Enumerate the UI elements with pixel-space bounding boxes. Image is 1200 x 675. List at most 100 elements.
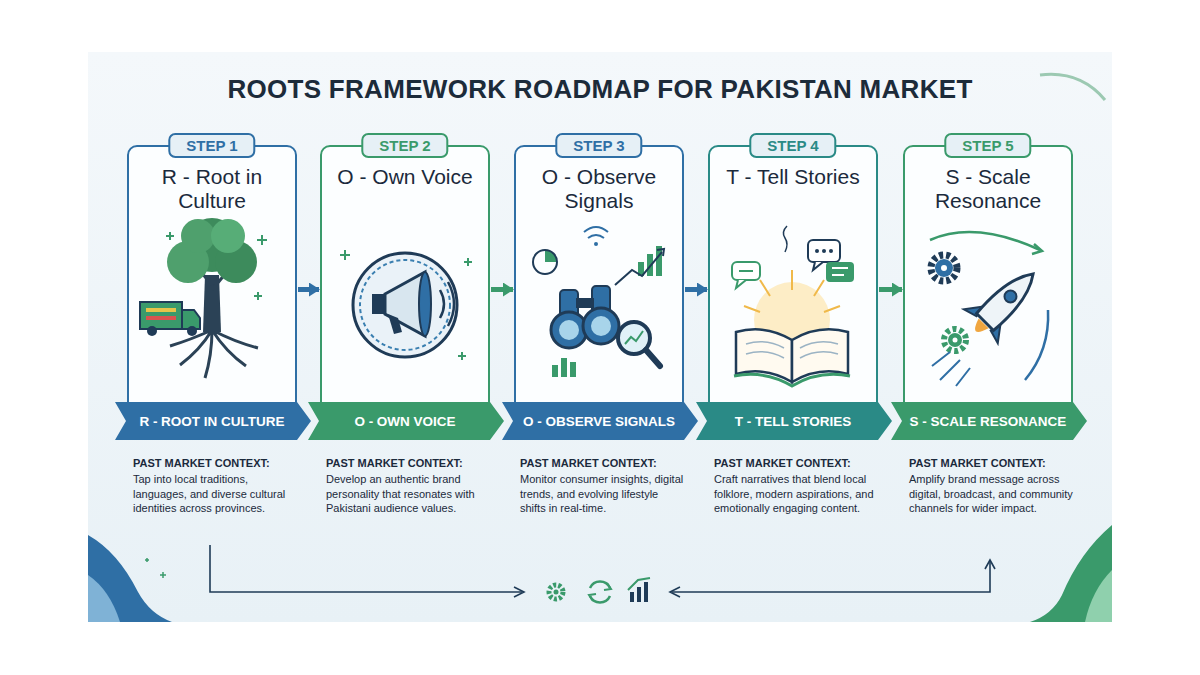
context-text: Monitor consumer insights, digital trend… [520,472,684,515]
book-icon [746,342,838,358]
binoculars-icon [591,316,611,336]
context-text: Amplify brand message across digital, br… [909,472,1073,515]
rocket-icon [1002,288,1019,305]
step-heading: T - Tell Stories [710,165,876,189]
step-ribbon: O - OWN VOICE [308,402,504,440]
flow-arrow [879,287,902,292]
megaphone-icon [372,294,385,314]
tree-truck-icon [187,326,197,336]
step-heading: O - Observe Signals [516,165,682,213]
megaphone-icon [440,282,454,326]
book-icon [822,249,826,253]
rocket-icon [941,265,947,271]
book-icon [732,262,760,280]
ribbon-fill [696,402,892,440]
binoculars-icon [657,249,664,256]
ribbon-fill [308,402,504,440]
rocket-icon [930,232,1050,386]
step-card: STEP 3O - Observe Signals [514,145,684,410]
card-grounds [127,145,297,410]
flow-arrow [491,287,513,292]
feedback-loop [210,545,522,592]
corner-blobs [1030,525,1112,622]
binoculars-icon [646,350,660,366]
rocket-icon [931,255,957,281]
step-tab: STEP 3 [555,133,642,158]
context-text: Tap into local traditions, languages, an… [133,472,297,515]
binoculars-icon [551,312,587,348]
step-tab: STEP 5 [944,133,1031,158]
step-ribbon: T - TELL STORIES [696,402,892,440]
feedback-loop [670,587,680,597]
flow-arrow [298,287,319,292]
book-icon [736,280,746,288]
rocket-icon [959,257,1050,348]
step-heading: R - Root in Culture [129,165,295,213]
ribbon-label: O - OWN VOICE [354,414,455,429]
context-text: Develop an authentic brand personality t… [326,472,490,515]
ribbon-label: T - TELL STORIES [735,414,852,429]
tree-truck-icon [170,330,258,378]
book-icon [815,249,819,253]
step-heading: O - Own Voice [322,165,488,189]
step-ribbon: S - SCALE RESONANCE [891,402,1087,440]
binoculars-icon [594,242,598,246]
rocket-icon [976,265,1042,331]
step-card: STEP 1R - Root in Culture [127,145,297,410]
context-heading: PAST MARKET CONTEXT: [909,456,1073,470]
book-icon [734,374,850,386]
corner-blobs [1085,570,1112,622]
feedback-loop [644,582,648,602]
feedback-loop [589,583,611,601]
binoculars-icon [576,298,594,308]
rocket-icon [953,338,958,343]
card-grounds [708,145,878,410]
step-tab: STEP 2 [361,133,448,158]
step-heading: S - Scale Resonance [905,165,1071,213]
step-card: STEP 4T - Tell Stories [708,145,878,410]
context-text: Craft narratives that blend local folklo… [714,472,878,515]
ribbon-fill [502,402,698,440]
megaphone-icon [419,272,431,336]
context-heading: PAST MARKET CONTEXT: [520,456,684,470]
corner-blobs [1040,74,1105,100]
binoculars-icon [561,358,567,377]
step-tab: STEP 4 [749,133,836,158]
ribbon-label: O - OBSERVE SIGNALS [523,414,675,429]
panel-ground [88,52,1112,622]
book-icon [739,270,753,272]
tree-truck-icon [181,219,215,253]
tree-truck-icon [211,219,245,253]
rocket-icon [932,352,970,386]
context-heading: PAST MARKET CONTEXT: [714,456,878,470]
step-card: STEP 5S - Scale Resonance [903,145,1073,410]
feedback-loop [630,592,634,602]
feedback-loop [514,587,524,597]
book-icon [783,226,787,252]
corner-blobs [88,535,172,622]
step-card: STEP 2O - Own Voice [320,145,490,410]
binoculars-icon [583,308,619,344]
binoculars-icon [625,331,643,344]
book-icon [808,240,840,262]
megaphone-icon [353,253,457,357]
rocket-icon [944,329,966,351]
feedback-loop [590,582,610,603]
tree-truck-icon [146,308,176,312]
step-ribbon: R - ROOT IN CULTURE [115,402,311,440]
book-icon [732,226,854,386]
tree-truck-icon [146,316,176,320]
ribbon-label: R - ROOT IN CULTURE [139,414,284,429]
tree-truck-icon [166,232,267,300]
card-grounds [320,145,490,410]
card-grounds [127,145,1073,410]
megaphone-icon [388,314,402,334]
feedback-loop [637,587,641,602]
corner-blobs [145,558,166,578]
step-tab: STEP 1 [168,133,255,158]
megaphone-icon [340,250,472,360]
book-icon [829,249,833,253]
tree-truck-icon [140,218,267,378]
book-icon [832,268,848,275]
